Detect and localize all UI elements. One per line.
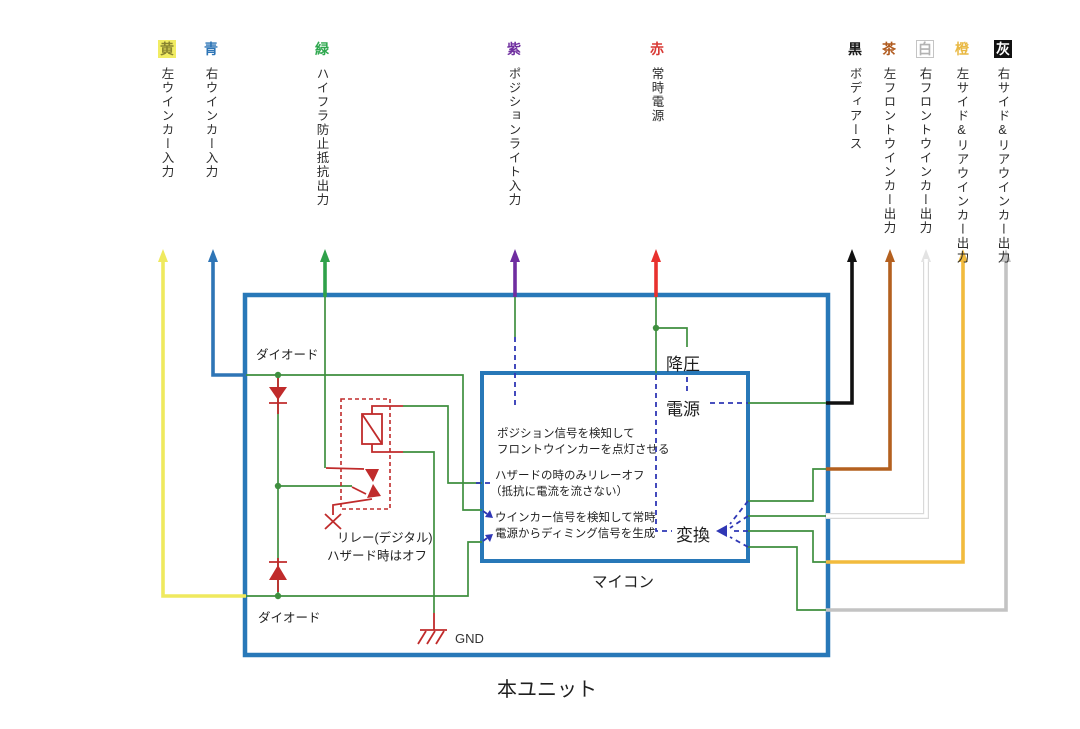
wire-color-chip: 黒 bbox=[848, 41, 862, 57]
wire-color-chip: 灰 bbox=[994, 40, 1012, 58]
wire-label-column-orange: 橙 左サイド&リアウインカー出力 bbox=[932, 40, 992, 265]
microcontroller-label: マイコン bbox=[592, 574, 655, 591]
white-wire-outline bbox=[826, 259, 929, 519]
convert-arrow bbox=[716, 525, 727, 537]
wire-label-column-green: 緑 ハイフラ防止抵抗出力 bbox=[292, 40, 352, 207]
wire-function-label: 常時電源 bbox=[649, 67, 664, 123]
gnd-label: GND bbox=[455, 631, 484, 646]
convert-block-label: 変換 bbox=[676, 526, 710, 545]
wire-function-label: 右フロントウインカー出力 bbox=[917, 67, 932, 235]
purple-wire-arrow bbox=[510, 249, 520, 262]
diode-label-top: ダイオード bbox=[256, 348, 319, 362]
green-wire-arrow bbox=[320, 249, 330, 262]
wire-label-column-red: 赤 常時電源 bbox=[627, 40, 687, 123]
relay-symbol bbox=[324, 398, 403, 530]
wire-color-chip: 青 bbox=[204, 41, 218, 57]
orange-wire bbox=[826, 259, 965, 564]
wire-function-label: 右ウインカー入力 bbox=[203, 67, 218, 179]
white-wire bbox=[826, 259, 928, 518]
yellow-wire-arrow bbox=[158, 249, 168, 262]
main-unit-box bbox=[242, 292, 831, 658]
wire-color-chip: 赤 bbox=[650, 41, 664, 57]
wire-function-label: ハイフラ防止抵抗出力 bbox=[314, 67, 329, 207]
wire-function-label: 左ウインカー入力 bbox=[159, 67, 174, 179]
yellow-wire bbox=[161, 259, 246, 598]
note-winker-line2: 電源からディミング信号を生成 bbox=[495, 528, 656, 540]
wire-function-label: 左フロントウインカー出力 bbox=[881, 67, 896, 235]
wire-label-column-black: 黒 ボディアース bbox=[825, 40, 885, 151]
gray-wire bbox=[826, 259, 1008, 612]
wire-color-chip: 茶 bbox=[882, 41, 896, 57]
power-block-label: 電源 bbox=[666, 400, 700, 419]
diode-bottom-symbol bbox=[269, 558, 287, 592]
wire-label-column-gray: 灰 右サイド&リアウインカー出力 bbox=[973, 40, 1033, 265]
wire-label-column-purple: 紫 ポジションライト入力 bbox=[484, 40, 544, 207]
black-wire-arrow bbox=[847, 249, 857, 262]
wire-label-column-brown: 茶 左フロントウインカー出力 bbox=[859, 40, 919, 235]
wire-label-column-blue: 青 右ウインカー入力 bbox=[181, 40, 241, 179]
wire-color-chip: 黄 bbox=[158, 40, 176, 58]
note-winker-line1: ウインカー信号を検知して常時 bbox=[495, 512, 656, 524]
blue-wire bbox=[211, 259, 246, 377]
white-wire-arrow bbox=[921, 249, 931, 262]
stepdown-block-label: 降圧 bbox=[666, 355, 700, 374]
orange-wire-arrow bbox=[958, 249, 968, 262]
brown-wire-arrow bbox=[885, 249, 895, 262]
gray-wire-arrow bbox=[1001, 249, 1011, 262]
brown-wire bbox=[826, 259, 892, 471]
unit-title: 本ユニット bbox=[497, 679, 597, 701]
wire-color-chip: 紫 bbox=[507, 41, 521, 57]
wire-label-column-white: 白 右フロントウインカー出力 bbox=[895, 40, 955, 235]
note-position-line2: フロントウインカーを点灯させる bbox=[497, 444, 670, 456]
signal-dashes bbox=[476, 337, 749, 548]
note-position-line1: ポジション信号を検知して bbox=[497, 428, 635, 440]
diode-top-symbol bbox=[269, 378, 287, 414]
note-hazard-line1: ハザードの時のみリレーオフ bbox=[495, 470, 645, 482]
blue-wire-arrow bbox=[208, 249, 218, 262]
wire-color-chip: 緑 bbox=[315, 41, 329, 57]
black-wire bbox=[826, 259, 854, 405]
wire-function-label: ボディアース bbox=[847, 67, 862, 151]
relay-label-line2: ハザード時はオフ bbox=[327, 549, 428, 563]
wire-color-chip: 白 bbox=[916, 40, 934, 58]
wire-function-label: 左サイド&リアウインカー出力 bbox=[954, 67, 969, 265]
wire-function-label: ポジションライト入力 bbox=[506, 67, 521, 207]
diode-label-bottom: ダイオード bbox=[258, 611, 321, 625]
wire-label-column-yellow: 黄 左ウインカー入力 bbox=[137, 40, 197, 179]
wire-function-label: 右サイド&リアウインカー出力 bbox=[995, 67, 1010, 265]
ground-symbol bbox=[417, 613, 447, 645]
relay-label-line1: リレー(デジタル) bbox=[337, 531, 433, 545]
wire-color-chip: 橙 bbox=[955, 41, 969, 57]
microcontroller-box bbox=[480, 371, 750, 563]
red-wire-arrow bbox=[651, 249, 661, 262]
note-hazard-line2: （抵抗に電流を流さない） bbox=[490, 486, 628, 498]
